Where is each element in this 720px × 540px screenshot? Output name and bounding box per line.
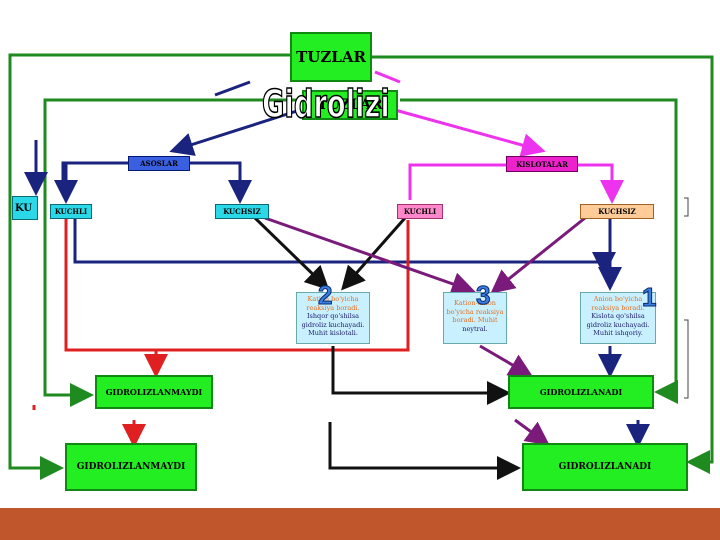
hydrolyzed-big-box: GIDROLIZLANADI [522,443,688,491]
footer-bar [0,508,720,540]
description-box-3: Kation-anion bo'yicha reaksiya boradi. M… [443,292,507,344]
tuzlar-ghost-box: TUZLAR [302,90,398,120]
tuzlar-box: TUZLAR [290,32,372,82]
acid-weak-box: KUCHSIZ [580,204,654,219]
base-weak-box: KUCHSIZ [215,204,269,219]
asoslar-box: ASOSLAR [128,156,190,171]
number-badge-3: 3 [475,280,491,311]
number-badge-1: 1 [641,282,657,313]
kislotalar-box: KISLOTALAR [506,156,578,172]
tuzlar-label: TUZLAR [296,48,366,66]
hydrolyzed-small-box: GIDROLIZLANADI [508,375,654,409]
left-partial-box: KU [12,196,38,220]
not-hydrolyzed-big-box: GIDROLIZLANMAYDI [65,443,197,491]
page-title: Gidrolizi [261,81,390,127]
acid-strong-box: KUCHLI [397,204,443,219]
not-hydrolyzed-small-box: GIDROLIZLANMAYDI [95,375,213,409]
number-badge-2: 2 [317,280,333,311]
tuzlar-ghost-label: TUZLAR [317,97,383,113]
base-strong-box: KUCHLI [50,204,92,219]
description-box-1: Anion bo'yicha reaksiya boradi. Kislota … [580,292,656,344]
description-box-2: Kation bo'yicha reaksiya boradi. Ishqor … [296,292,370,344]
